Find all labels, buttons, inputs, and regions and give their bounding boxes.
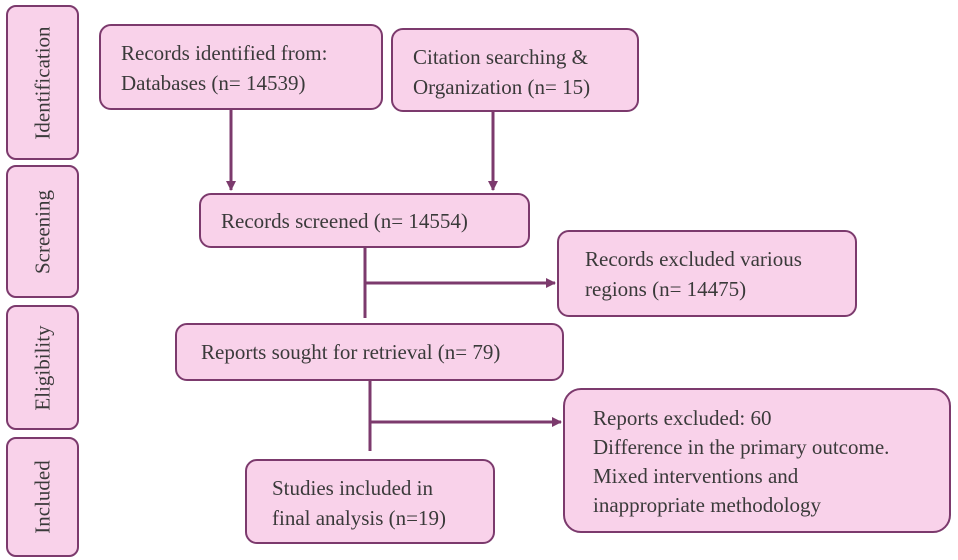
records-identified-box: Records identified from: Databases (n= 1… — [99, 24, 383, 110]
studies-included-box: Studies included in final analysis (n=19… — [245, 459, 495, 544]
phase-identification: Identification — [6, 5, 79, 160]
records-identified-line2: Databases (n= 14539) — [121, 71, 306, 95]
reports-excluded-line1: Reports excluded: 60 — [593, 406, 772, 430]
records-excluded-line2: regions (n= 14475) — [585, 277, 747, 301]
citation-searching-box: Citation searching & Organization (n= 15… — [391, 28, 639, 112]
citation-searching-line2: Organization (n= 15) — [413, 75, 591, 99]
records-screened-box: Records screened (n= 14554) — [199, 193, 530, 248]
records-excluded-line1: Records excluded various — [585, 247, 802, 271]
records-excluded-box: Records excluded various regions (n= 144… — [557, 230, 857, 317]
records-screened-line1: Records screened (n= 14554) — [221, 209, 468, 233]
reports-excluded-box: Reports excluded: 60 Difference in the p… — [563, 388, 951, 533]
citation-searching-line1: Citation searching & — [413, 45, 588, 69]
records-identified-line1: Records identified from: — [121, 41, 328, 65]
studies-included-line2: final analysis (n=19) — [272, 506, 446, 530]
reports-excluded-line3: Mixed interventions and — [593, 464, 799, 488]
phase-eligibility: Eligibility — [6, 305, 79, 430]
phase-screening: Screening — [6, 165, 79, 298]
reports-excluded-line2: Difference in the primary outcome. — [593, 435, 890, 459]
reports-excluded-line4: inappropriate methodology — [593, 493, 822, 517]
reports-sought-box: Reports sought for retrieval (n= 79) — [175, 323, 564, 381]
phase-included: Included — [6, 437, 79, 557]
reports-sought-line1: Reports sought for retrieval (n= 79) — [201, 340, 501, 364]
studies-included-line1: Studies included in — [272, 476, 433, 500]
